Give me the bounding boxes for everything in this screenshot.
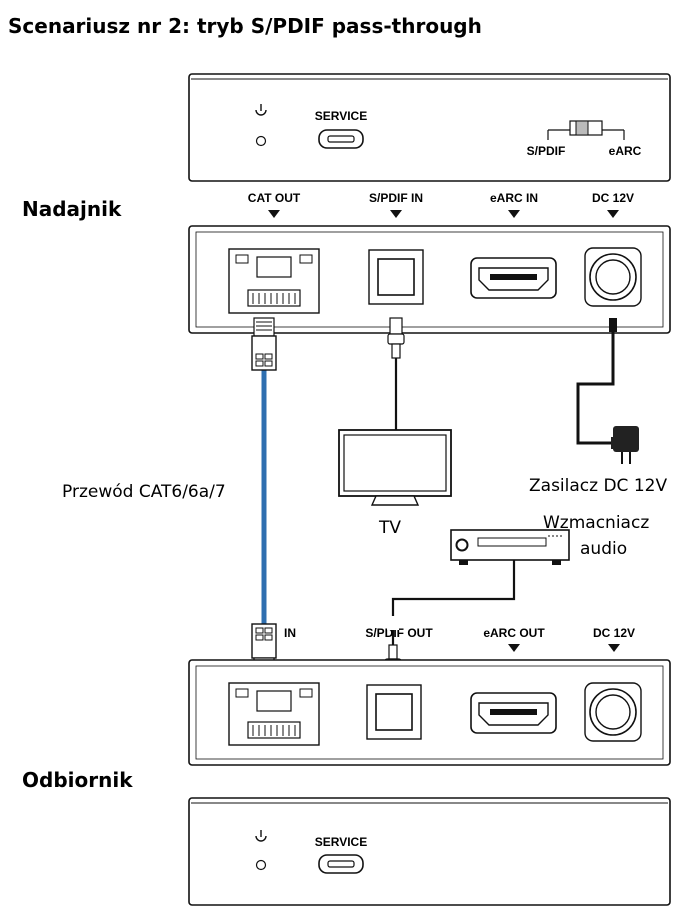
port-label-earc-in: eARC IN (490, 191, 538, 205)
arrow-icon (607, 210, 619, 218)
arrow-icon (508, 210, 520, 218)
arrow-icon (508, 644, 520, 652)
dc-plug (609, 318, 617, 332)
amplifier-label-line2: audio (580, 539, 627, 559)
receiver-port-labels: IN S/PDIF OUT eARC OUT DC 12V (284, 626, 635, 652)
hdmi-port (470, 692, 557, 734)
port-label-dc12v: DC 12V (592, 191, 634, 205)
transmitter-top-panel: SERVICE S/PDIF eARC (188, 73, 671, 182)
optical-port (366, 684, 422, 740)
optical-port (368, 249, 424, 305)
rj45-port (228, 682, 320, 746)
power-icon (255, 830, 267, 842)
power-icon (255, 104, 267, 116)
diagram-title: Scenariusz nr 2: tryb S/PDIF pass-throug… (8, 14, 482, 38)
dc-jack (584, 682, 642, 742)
power-led (255, 135, 267, 147)
receiver-bottom-panel: SERVICE (188, 797, 671, 906)
service-label: SERVICE (315, 109, 367, 123)
switch-label-spdif: S/PDIF (527, 144, 566, 158)
arrow-icon (390, 210, 402, 218)
port-label-cat-out: CAT OUT (248, 191, 301, 205)
dc-jack (584, 247, 642, 307)
rj45-port (228, 248, 320, 314)
port-label-earc-out: eARC OUT (483, 626, 545, 640)
transmitter-port-labels: CAT OUT S/PDIF IN eARC IN DC 12V (248, 191, 634, 218)
port-label-dc12v: DC 12V (593, 626, 635, 640)
cable-label: Przewód CAT6/6a/7 (62, 482, 226, 502)
service-usb-port (318, 854, 364, 874)
transmitter-port-panel (188, 225, 671, 334)
arrow-icon (608, 644, 620, 652)
optical-plug (387, 317, 405, 359)
rj45-plug (251, 317, 277, 371)
receiver-port-panel (188, 659, 671, 766)
power-supply-label: Zasilacz DC 12V (529, 476, 667, 496)
service-label: SERVICE (315, 835, 367, 849)
arrow-icon (268, 210, 280, 218)
power-adapter-icon (611, 426, 639, 464)
amplifier-label-line1: Wzmacniacz (543, 513, 649, 533)
tv-label: TV (378, 518, 401, 538)
power-led (255, 859, 267, 871)
port-label-spdif-out: S/PDIF OUT (365, 626, 433, 640)
switch-label-earc: eARC (609, 144, 642, 158)
power-cable (576, 332, 615, 445)
amplifier-icon (450, 529, 570, 565)
transmitter-label: Nadajnik (22, 197, 122, 221)
receiver-label: Odbiornik (22, 768, 133, 792)
mode-switch (547, 120, 625, 140)
service-usb-port (318, 129, 364, 149)
tv-icon (338, 429, 452, 506)
port-label-in: IN (284, 626, 296, 640)
hdmi-port (470, 257, 557, 299)
port-label-spdif-in: S/PDIF IN (369, 191, 423, 205)
